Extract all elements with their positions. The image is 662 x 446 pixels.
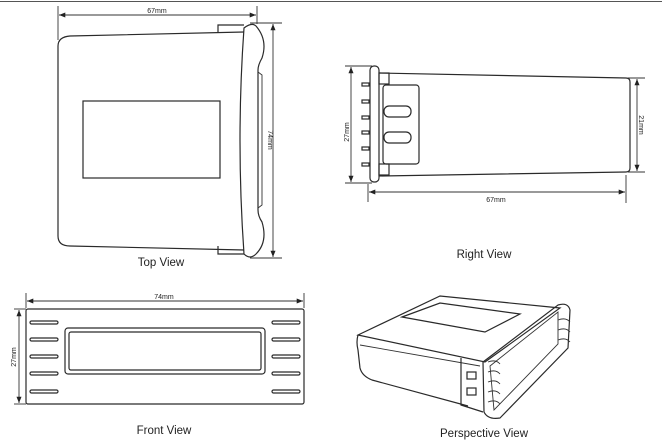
right-view-caption: Right View bbox=[457, 249, 512, 261]
length-label: 67mm bbox=[486, 197, 506, 204]
height-label: 27mm bbox=[344, 122, 351, 142]
perspective-view: Perspective View bbox=[356, 295, 571, 440]
front-panel bbox=[25, 308, 305, 405]
right-view: 27mm 21mm 67mm Right View bbox=[344, 65, 645, 261]
top-view: 67mm 74mm Top View bbox=[57, 6, 282, 269]
front-view: 74mm 27mm Front View bbox=[11, 293, 305, 437]
height-label: 74mm bbox=[266, 130, 273, 150]
body-outline bbox=[57, 31, 245, 251]
display-window bbox=[68, 331, 262, 371]
clip-slot bbox=[383, 131, 412, 144]
depth-label: 21mm bbox=[637, 115, 644, 135]
clip bbox=[460, 358, 484, 413]
width-label: 74mm bbox=[154, 294, 174, 301]
mounting-clip bbox=[382, 84, 420, 165]
front-view-caption: Front View bbox=[137, 425, 192, 437]
perspective-view-caption: Perspective View bbox=[440, 428, 529, 440]
width-label: 67mm bbox=[147, 8, 167, 15]
top-view-caption: Top View bbox=[138, 257, 185, 269]
top-face bbox=[356, 295, 562, 363]
top-label-area bbox=[399, 302, 522, 333]
display-bezel bbox=[64, 327, 266, 375]
bezel-slots bbox=[487, 318, 571, 405]
display-window bbox=[82, 100, 221, 179]
clip-slot bbox=[383, 105, 412, 118]
bezel bbox=[239, 23, 265, 258]
pins bbox=[361, 82, 370, 167]
height-label: 27mm bbox=[11, 347, 18, 367]
bezel bbox=[369, 65, 380, 183]
body-outline bbox=[378, 72, 631, 177]
vent-slots bbox=[29, 320, 301, 394]
side-face bbox=[356, 334, 469, 407]
bezel bbox=[482, 303, 571, 419]
